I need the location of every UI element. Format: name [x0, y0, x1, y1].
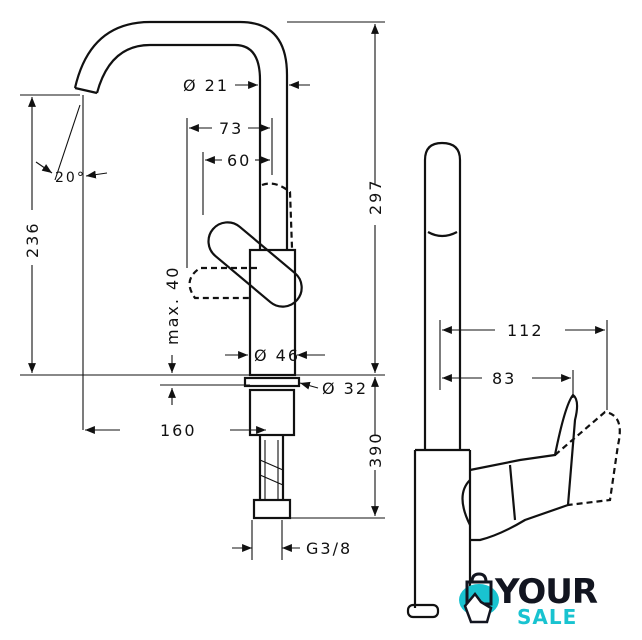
logo-text-sale: SALE [517, 605, 578, 629]
dim-112: 112 [507, 321, 544, 340]
dimension-labels: Ø 21 73 60 20° 236 297 max. 40 Ø 46 Ø 32… [23, 76, 385, 558]
dim-base-diameter: Ø 46 [254, 346, 300, 365]
dimension-lines [20, 21, 385, 560]
logo-text-your: YOUR [495, 572, 598, 612]
dim-390: 390 [366, 431, 385, 468]
dim-max-40: max. 40 [163, 266, 182, 345]
dim-angle: 20° [55, 170, 86, 186]
dim-73: 73 [219, 119, 243, 138]
side-view-faucet: 112 83 [406, 141, 621, 619]
dim-83: 83 [492, 369, 516, 388]
dim-60: 60 [227, 151, 251, 170]
dim-297: 297 [366, 178, 385, 215]
front-view-faucet [73, 20, 303, 520]
shopping-bag-hand-icon [459, 572, 499, 624]
yoursale-logo: YOUR SALE [455, 572, 605, 632]
dim-160: 160 [160, 421, 197, 440]
dim-thread: G3/8 [306, 539, 352, 558]
dim-236: 236 [23, 221, 42, 258]
dim-spout-diameter: Ø 21 [183, 76, 229, 95]
dim-shank-diameter: Ø 32 [322, 379, 368, 398]
